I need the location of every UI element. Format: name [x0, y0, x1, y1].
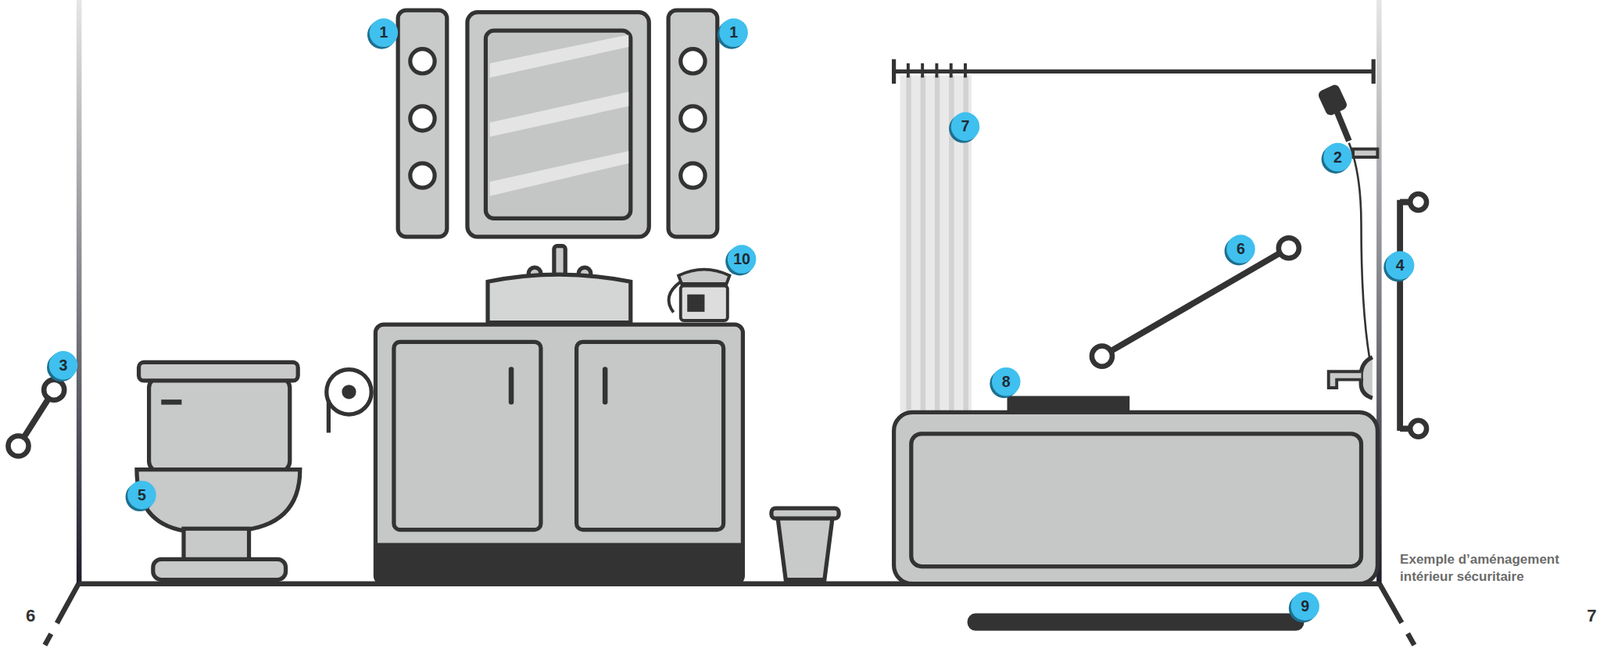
light-bar — [397, 10, 448, 237]
floor-edge-right — [1379, 583, 1414, 645]
shower-head — [1318, 84, 1348, 115]
bulb — [410, 163, 435, 188]
grab-bar-mount — [43, 379, 65, 401]
grab-bar-mount — [7, 435, 29, 456]
grab-bar-mount — [1410, 193, 1427, 211]
left-wall — [76, 0, 83, 586]
callout-number: 9 — [1290, 591, 1320, 621]
roll-core — [343, 386, 355, 398]
shower-curtain — [894, 59, 1375, 413]
toilet-tank — [149, 377, 290, 472]
keypad — [688, 296, 703, 311]
grab-bar-mount — [1091, 346, 1113, 367]
sink — [487, 246, 631, 323]
trash-rim — [771, 508, 839, 519]
toilet-pedestal — [183, 528, 250, 562]
tub-body — [894, 411, 1379, 584]
grab-bar-rod — [1102, 247, 1289, 356]
caption: Exemple d’aménagement intérieur sécurita… — [1399, 550, 1594, 585]
callout-number: 6 — [1226, 234, 1256, 264]
bath-seat — [1007, 396, 1131, 413]
grab-bar — [1091, 237, 1300, 366]
grab-bar-rod — [1399, 200, 1414, 431]
mirror-reflection — [490, 91, 630, 137]
phone-base — [680, 286, 728, 321]
callout-number: 1 — [719, 17, 749, 47]
tub-spout — [1328, 371, 1362, 388]
callout-number: 2 — [1323, 143, 1353, 172]
handset — [678, 269, 730, 284]
callout-number: 7 — [951, 112, 981, 142]
mirror-reflection — [490, 150, 630, 196]
vertical-grab-bar — [1399, 193, 1427, 437]
mirror-frame — [467, 12, 649, 237]
bulb — [410, 106, 435, 131]
faucet-mount — [1360, 357, 1373, 398]
mirror — [467, 12, 649, 237]
vanity — [375, 324, 743, 584]
vanity-cabinet — [375, 324, 743, 584]
curtain-rings — [908, 63, 966, 78]
curtain-fold — [934, 75, 941, 413]
grab-bar-mount — [1410, 420, 1427, 437]
mirror-reflection — [490, 34, 630, 78]
basin — [487, 274, 631, 323]
callout-number: 5 — [127, 480, 157, 510]
non-slip-mat — [967, 613, 1305, 631]
paper-sheet — [326, 400, 331, 434]
mirror-glass — [485, 30, 630, 219]
callout-number: 1 — [369, 17, 399, 47]
curtain-fold — [920, 75, 927, 413]
grab-bar-mount — [1278, 237, 1300, 258]
rod-end — [1371, 59, 1376, 84]
toilet-bowl — [136, 469, 301, 531]
telephone — [669, 269, 731, 321]
shower-hose — [1349, 143, 1370, 358]
grab-bar — [7, 379, 65, 457]
door-handle — [508, 369, 515, 403]
bulb — [680, 163, 706, 188]
bathtub — [894, 411, 1379, 584]
light-fixture — [397, 10, 448, 237]
bulb — [680, 106, 706, 131]
trash-body — [777, 516, 833, 580]
toilet-base — [153, 558, 287, 580]
toilet — [136, 361, 301, 580]
page-number: 6 — [25, 605, 36, 627]
callout-number: 3 — [49, 350, 79, 380]
toilet-lid — [139, 361, 299, 380]
hand-shower — [1318, 84, 1379, 398]
bulb — [680, 49, 706, 74]
door-handle — [602, 369, 609, 403]
page-number: 7 — [1586, 605, 1597, 627]
curtain-fold — [905, 75, 912, 413]
bulb — [410, 49, 435, 74]
callout-number: 10 — [727, 244, 757, 274]
cabinet-door — [393, 341, 541, 530]
floor-edge-left — [44, 583, 79, 645]
trash-can — [771, 508, 839, 580]
tub-panel — [911, 433, 1362, 567]
callout-number: 4 — [1385, 250, 1415, 280]
flush-handle — [161, 399, 182, 405]
toilet-paper — [326, 369, 372, 434]
light-bar — [668, 10, 718, 237]
light-fixture — [668, 10, 718, 237]
phone-cord — [669, 281, 681, 312]
rod-end — [891, 59, 896, 84]
cabinet-door — [576, 341, 724, 530]
vanity-plinth — [375, 543, 743, 584]
shower-holder — [1353, 149, 1378, 158]
callout-number: 8 — [991, 367, 1021, 397]
paper-roll — [326, 369, 372, 415]
